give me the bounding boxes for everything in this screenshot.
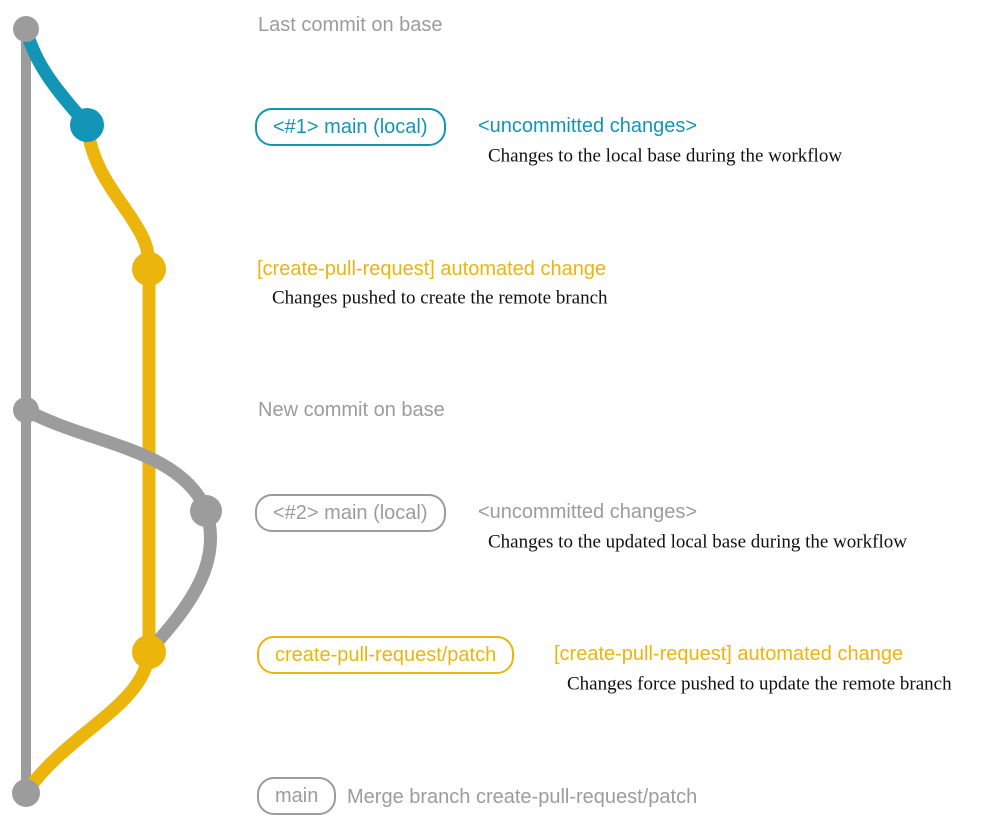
- commit-dot-main-local-1: [70, 108, 104, 142]
- commit-dot-patch-create: [132, 252, 166, 286]
- patch-branch-merge-line: [20, 645, 156, 798]
- status-uncommitted-changes-1: <uncommitted changes>: [478, 115, 698, 137]
- label-new-commit-on-base: New commit on base: [258, 399, 445, 421]
- ref-badge-main: main: [257, 777, 337, 815]
- commit-dot-base-new: [13, 397, 39, 423]
- label-last-commit-on-base: Last commit on base: [258, 14, 443, 36]
- note-pushed-create-remote-branch: Changes pushed to create the remote bran…: [272, 287, 608, 309]
- ref-badge-main-local-1: <#1> main (local): [255, 108, 446, 146]
- commit-dot-base-merge: [12, 779, 40, 807]
- note-force-pushed-update-remote-branch: Changes force pushed to update the remot…: [567, 673, 952, 695]
- patch-branch-line-upper: [80, 118, 156, 277]
- note-local-base-changes-1: Changes to the local base during the wor…: [488, 145, 843, 167]
- ref-badge-main-local-2: <#2> main (local): [255, 494, 446, 532]
- commit-dot-base-last: [13, 16, 39, 42]
- commit-message-automated-change-2: [create-pull-request] automated change: [554, 643, 904, 665]
- status-uncommitted-changes-2: <uncommitted changes>: [478, 501, 698, 523]
- commit-message-automated-change-1: [create-pull-request] automated change: [257, 258, 607, 280]
- main-local-2-branch-line: [19, 403, 217, 657]
- commit-message-merge-branch: Merge branch create-pull-request/patch: [347, 786, 698, 808]
- note-local-base-changes-2: Changes to the updated local base during…: [488, 531, 907, 553]
- ref-badge-create-pull-request-patch: create-pull-request/patch: [257, 636, 515, 674]
- main-local-1-branch-line: [19, 22, 94, 132]
- git-graph: [12, 16, 222, 807]
- commit-dot-main-local-2: [190, 495, 222, 527]
- commit-dot-patch-update: [132, 635, 166, 669]
